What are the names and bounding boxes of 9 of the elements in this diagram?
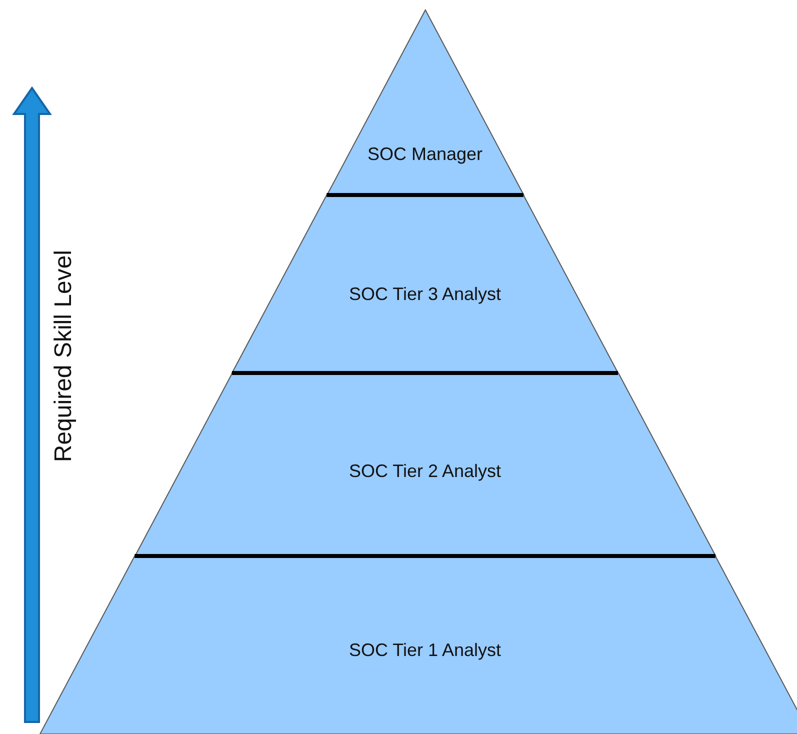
- axis-label: Required Skill Level: [50, 250, 78, 462]
- tier-label: SOC Tier 1 Analyst: [348, 640, 502, 661]
- tier-label: SOC Tier 2 Analyst: [348, 461, 502, 482]
- pyramid-tier: [232, 195, 618, 373]
- tier-label: SOC Manager: [367, 144, 483, 165]
- pyramid-tier: [134, 373, 716, 556]
- tier-label: SOC Tier 3 Analyst: [348, 284, 502, 305]
- pyramid-tier: [40, 556, 797, 734]
- pyramid-top-tier: [326, 10, 524, 195]
